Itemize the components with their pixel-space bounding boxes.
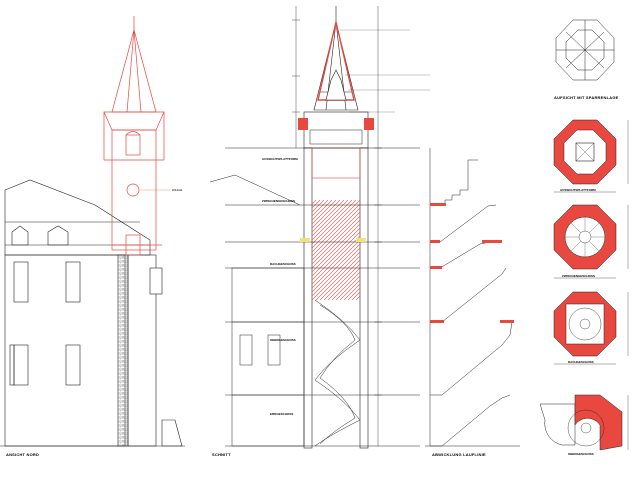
plan-platform bbox=[553, 119, 617, 185]
plan-label-intermediate: ZWISCHENGESCHOSS bbox=[562, 274, 596, 278]
level-intermediate: ZWISCHENGESCHOSS bbox=[262, 199, 296, 203]
north-elevation bbox=[0, 179, 185, 447]
caption-top-view: AUFSICHT MIT SPARRENLAGE bbox=[554, 95, 619, 100]
level-platform: AUSSICHTSPLATTFORM bbox=[262, 157, 298, 161]
caption-unfolding: ABWICKLUNG LAUFLINIE bbox=[432, 452, 486, 457]
caption-section: SCHNITT bbox=[212, 452, 231, 457]
level-ground: ERDGESCHOSS bbox=[270, 412, 294, 416]
plan-label-platform: AUSSICHTSPLATTFORM bbox=[560, 188, 596, 192]
plan-attic bbox=[553, 291, 617, 357]
section-drawing bbox=[209, 6, 430, 449]
level-upper: OBERGESCHOSS bbox=[270, 338, 296, 342]
plan-upper bbox=[539, 394, 623, 451]
svg-text:Zifferblatt: Zifferblatt bbox=[172, 189, 183, 192]
caption-north-view: ANSICHT NORD bbox=[6, 452, 40, 457]
plan-label-upper: OBERGESCHOSS bbox=[568, 452, 594, 456]
plan-roof bbox=[555, 19, 615, 81]
plan-label-attic: DACHGESCHOSS bbox=[568, 360, 594, 364]
stair-unfolding bbox=[425, 148, 520, 447]
level-attic: DACHGESCHOSS bbox=[270, 262, 296, 266]
north-tower bbox=[103, 16, 170, 256]
plan-intermediate bbox=[553, 204, 617, 270]
